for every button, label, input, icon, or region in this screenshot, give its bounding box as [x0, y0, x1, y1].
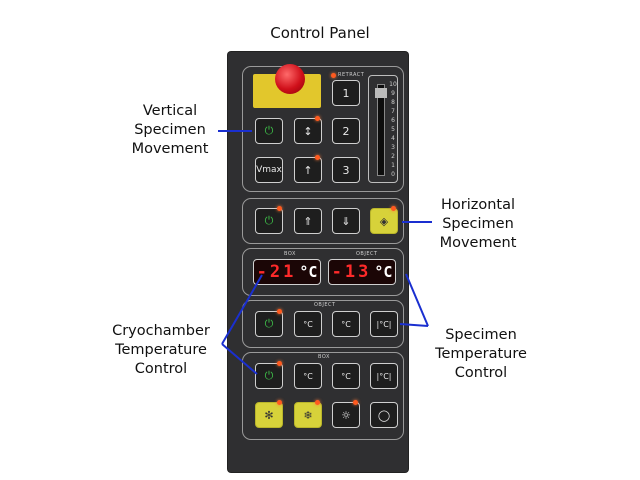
power-icon: ⏻: [264, 369, 274, 382]
object-power-led: [277, 309, 282, 314]
box-group: [242, 352, 404, 440]
emergency-stop-button[interactable]: [275, 64, 305, 94]
cryochamber-label-text: Cryochamber Temperature Control: [112, 323, 210, 377]
vertical-move-button[interactable]: ↑: [294, 157, 322, 183]
object-temperature-value: -13: [331, 262, 372, 282]
object-temperature-display: -13 °C: [328, 259, 396, 285]
object-display-label: OBJECT: [356, 251, 378, 257]
pen-down-icon: ⇓: [341, 214, 351, 228]
vertical-step-led: [315, 116, 320, 121]
scale-tick: 8: [391, 99, 395, 106]
horizontal-power-led: [277, 206, 282, 211]
up-down-arrow-icon: ↕: [303, 124, 313, 138]
box-temp-abs-label: |°C|: [376, 371, 392, 381]
box-temperature-display: -21 °C: [253, 259, 321, 285]
defrost-led: [277, 400, 282, 405]
horizontal-yellow-led: [391, 206, 396, 211]
power-icon: ⏻: [264, 214, 274, 227]
diamond-arrow-icon: ◈: [379, 214, 389, 228]
scale-tick: 4: [391, 135, 395, 142]
step-3-button[interactable]: 3: [332, 157, 360, 183]
light-button[interactable]: ☼: [332, 402, 360, 428]
pen-up-icon: ⇑: [303, 214, 313, 228]
box-temperature-value: -21: [256, 262, 297, 282]
object-temp-abs-label: |°C|: [376, 319, 392, 329]
object-defrost-led: [315, 400, 320, 405]
scale-ticks: 10 9 8 7 6 5 4 3 2 1 0: [389, 80, 397, 179]
object-group-label: OBJECT: [314, 302, 336, 308]
scale-tick: 1: [391, 162, 395, 169]
speed-scale: [368, 75, 398, 183]
box-temp-down-label: °C: [341, 371, 351, 381]
light-led: [353, 400, 358, 405]
snowflake-icon: ❄: [303, 408, 313, 422]
box-display-label: BOX: [284, 251, 296, 257]
box-temp-up-label: °C: [303, 371, 313, 381]
specimen-callout-line-upper: [405, 273, 429, 327]
standby-button[interactable]: ◯: [370, 402, 398, 428]
scale-tick: 6: [391, 117, 395, 124]
box-power-led: [277, 361, 282, 366]
box-temp-down-button[interactable]: °C: [332, 363, 360, 389]
box-temp-up-button[interactable]: °C: [294, 363, 322, 389]
object-temperature-unit: °C: [374, 263, 393, 281]
step-3-label: 3: [342, 163, 350, 177]
power-icon: ⏻: [264, 317, 274, 330]
retract-back-button[interactable]: ⇑: [294, 208, 322, 234]
horizontal-label-text: Horizontal Specimen Movement: [439, 197, 517, 251]
step-2-button[interactable]: 2: [332, 118, 360, 144]
retract-label: RETRACT: [338, 72, 365, 78]
diagram-title: Control Panel: [270, 24, 370, 42]
horizontal-movement-label: Horizontal Specimen Movement: [428, 196, 528, 253]
scale-tick: 9: [391, 90, 395, 97]
retract-led: [331, 73, 336, 78]
box-power-button[interactable]: ⏻: [255, 363, 283, 389]
lamp-icon: ☼: [341, 408, 351, 422]
scale-tick: 5: [391, 126, 395, 133]
step-1-button[interactable]: 1: [332, 80, 360, 106]
standby-icon: ◯: [377, 408, 391, 422]
specimen-label-text: Specimen Temperature Control: [435, 327, 527, 381]
speed-slider[interactable]: [377, 84, 385, 176]
box-temperature-unit: °C: [299, 263, 318, 281]
step-2-label: 2: [342, 124, 350, 138]
box-temp-abs-button[interactable]: |°C|: [370, 363, 398, 389]
scale-tick: 0: [391, 171, 395, 178]
vertical-power-button[interactable]: ⏻: [255, 118, 283, 144]
defrost-button[interactable]: ✻: [255, 402, 283, 428]
vertical-group: [242, 66, 404, 192]
object-temp-up-label: °C: [303, 319, 313, 329]
defrost-icon: ✻: [264, 408, 274, 422]
step-1-label: 1: [342, 86, 350, 100]
object-temp-up-button[interactable]: °C: [294, 311, 322, 337]
vmax-label: Vmax: [256, 165, 282, 175]
vertical-move-led: [315, 155, 320, 160]
speed-slider-knob[interactable]: [375, 88, 387, 98]
horizontal-power-button[interactable]: ⏻: [255, 208, 283, 234]
display-group: [242, 248, 404, 296]
vertical-step-button[interactable]: ↕: [294, 118, 322, 144]
object-defrost-button[interactable]: ❄: [294, 402, 322, 428]
power-icon: ⏻: [264, 124, 274, 137]
vertical-movement-label: Vertical Specimen Movement: [120, 102, 220, 159]
box-group-label: BOX: [318, 354, 330, 360]
object-power-button[interactable]: ⏻: [255, 311, 283, 337]
scale-tick: 7: [391, 108, 395, 115]
specimen-temp-control-label: Specimen Temperature Control: [426, 326, 536, 383]
horizontal-advance-yellow-button[interactable]: ◈: [370, 208, 398, 234]
object-temp-abs-button[interactable]: |°C|: [370, 311, 398, 337]
scale-tick: 10: [389, 81, 397, 88]
up-arrow-icon: ↑: [303, 163, 313, 177]
advance-button[interactable]: ⇓: [332, 208, 360, 234]
vertical-label-text: Vertical Specimen Movement: [131, 103, 209, 157]
scale-tick: 3: [391, 144, 395, 151]
object-temp-down-label: °C: [341, 319, 351, 329]
scale-tick: 2: [391, 153, 395, 160]
object-temp-down-button[interactable]: °C: [332, 311, 360, 337]
vmax-button[interactable]: Vmax: [255, 157, 283, 183]
cryochamber-control-label: Cryochamber Temperature Control: [106, 322, 216, 379]
